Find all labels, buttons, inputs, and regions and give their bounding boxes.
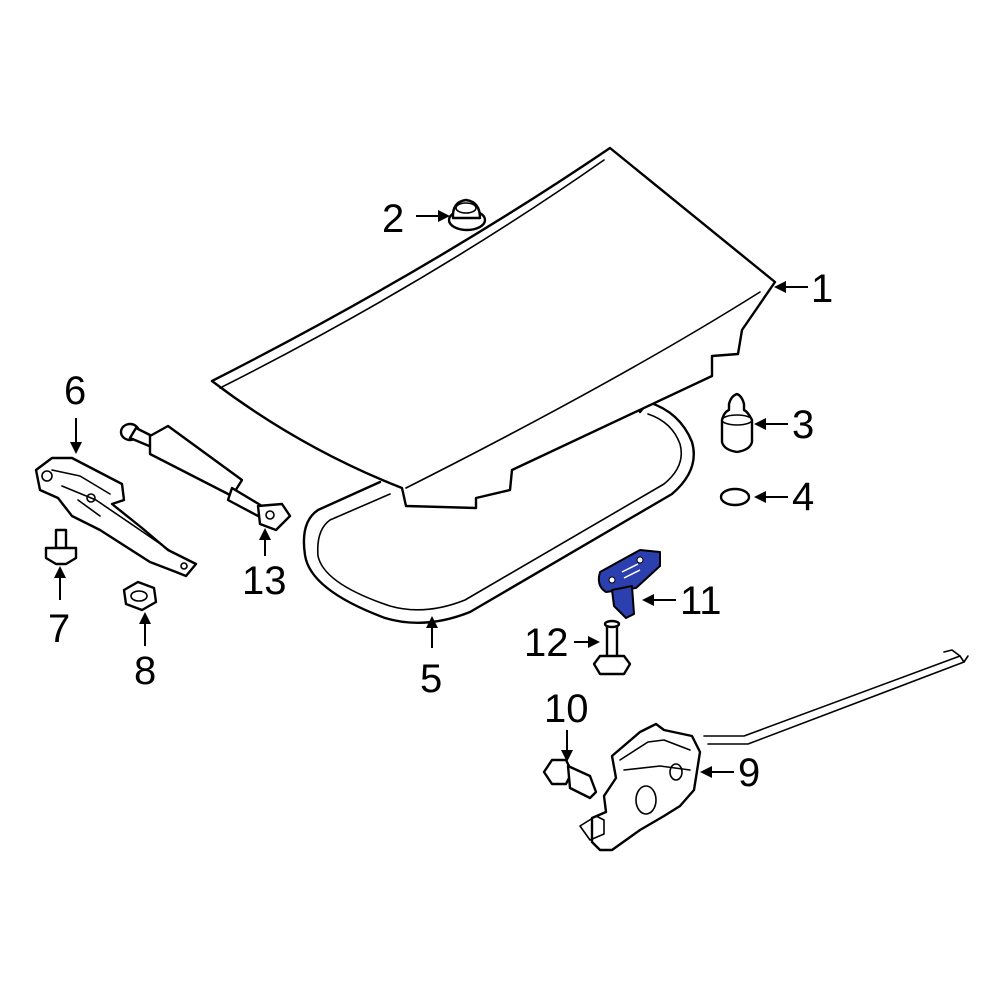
part-7-stud[interactable]: [44, 528, 78, 566]
part-9-latch[interactable]: [579, 649, 969, 852]
callout-2: 2: [382, 197, 404, 241]
part-12-bolt[interactable]: [592, 619, 632, 676]
callout-5: 5: [420, 657, 442, 701]
callout-arrows: [54, 210, 808, 778]
part-11-striker-bracket[interactable]: [597, 549, 661, 619]
callout-4: 4: [792, 475, 814, 519]
callout-11: 11: [680, 579, 722, 623]
part-1-trunk-lid[interactable]: [210, 146, 777, 510]
callout-3: 3: [792, 403, 814, 447]
part-5-weatherstrip[interactable]: [302, 400, 695, 624]
callout-9: 9: [738, 751, 760, 795]
part-3-bumper[interactable]: [720, 392, 754, 454]
callout-6: 6: [64, 369, 86, 413]
part-10-bolt[interactable]: [542, 758, 598, 800]
callout-labels: 1 2 3 4 5 6 7 8 9 10 11 12 13: [48, 197, 833, 795]
part-6-hinge[interactable]: [34, 456, 198, 578]
callout-7: 7: [48, 607, 70, 651]
callout-1: 1: [811, 267, 833, 311]
callout-12: 12: [524, 621, 569, 665]
part-8-nut[interactable]: [122, 580, 158, 612]
callout-10: 10: [544, 687, 589, 731]
part-4-ring[interactable]: [719, 487, 751, 507]
callout-13: 13: [242, 559, 287, 603]
part-13-gas-strut[interactable]: [119, 422, 292, 532]
callout-8: 8: [134, 649, 156, 693]
part-2-plug[interactable]: [447, 198, 487, 232]
